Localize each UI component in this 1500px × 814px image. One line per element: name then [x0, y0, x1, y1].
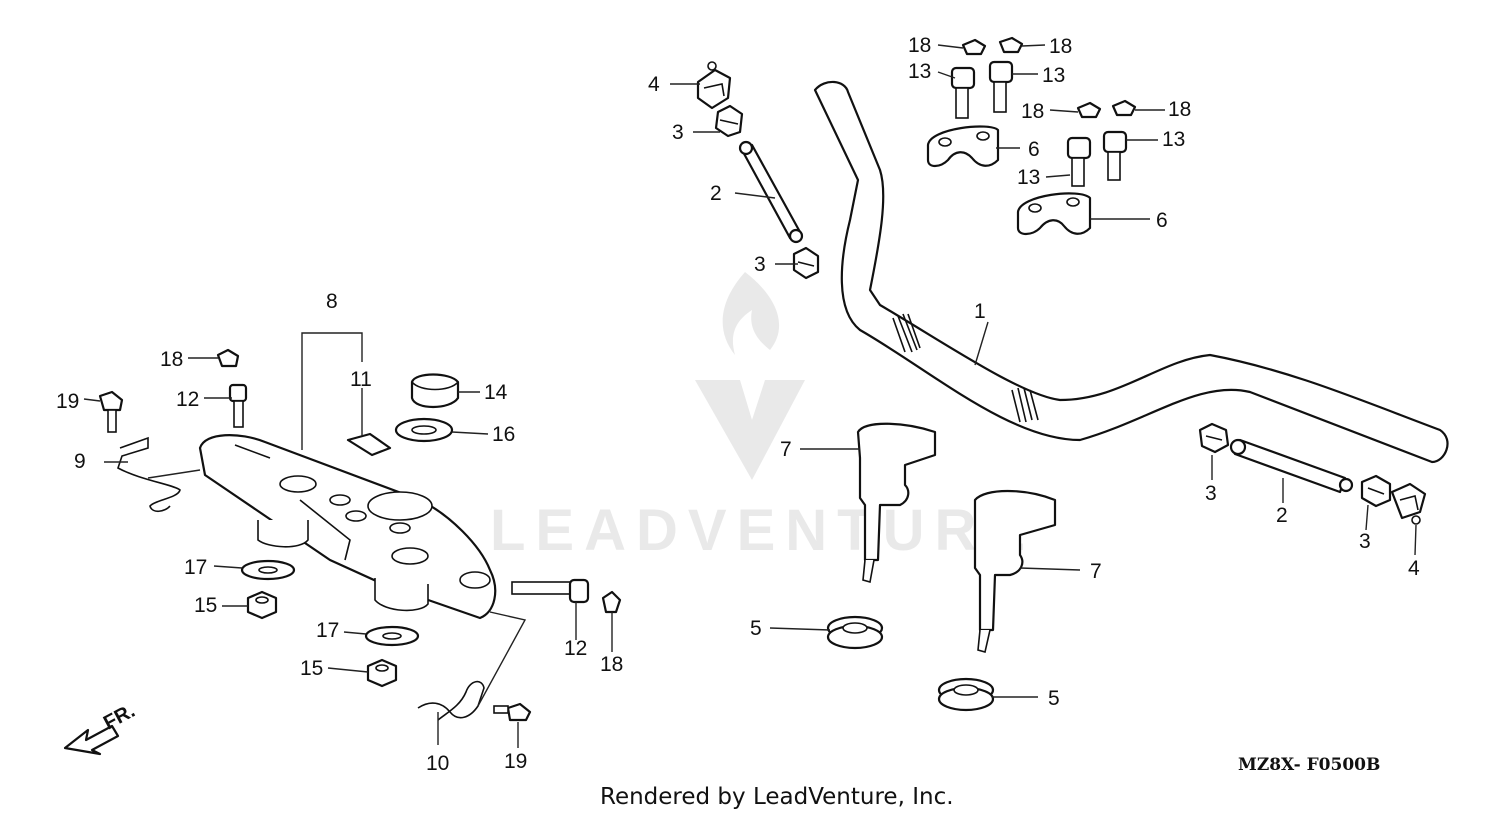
handlebar [813, 80, 1449, 464]
label-19: 19 [56, 390, 79, 413]
nut-14 [410, 373, 460, 409]
label-5: 5 [750, 617, 762, 640]
bar-end-weight-right [1229, 438, 1354, 494]
cushion-left [826, 615, 884, 650]
label-10: 10 [426, 752, 449, 775]
bar-end-left [696, 61, 732, 110]
label-15: 15 [300, 657, 323, 680]
label-5: 5 [1048, 687, 1060, 710]
rubber-collar-left-inner [792, 246, 820, 280]
washer-16 [394, 417, 454, 443]
wire-clip-9 [117, 436, 181, 513]
label-1: 1 [974, 300, 986, 323]
bolt-12-a [228, 383, 248, 428]
nut-15-a [246, 590, 278, 620]
label-9: 9 [74, 450, 86, 473]
label-13: 13 [908, 60, 931, 83]
bolt-12-b [511, 578, 590, 604]
caps-18 [961, 36, 1137, 119]
cap-18-a [216, 348, 240, 368]
washer-17-b [364, 625, 420, 647]
label-18: 18 [1021, 100, 1044, 123]
label-17: 17 [184, 556, 207, 579]
bolt-13-a [950, 66, 976, 119]
label-17: 17 [316, 619, 339, 642]
rubber-collar-right-inner [1198, 422, 1230, 454]
label-14: 14 [484, 381, 508, 404]
lower-holder-right [973, 489, 1057, 654]
label-19: 19 [504, 750, 527, 773]
top-bridge [198, 434, 497, 620]
label-18: 18 [600, 653, 623, 676]
cap-18-b [601, 590, 622, 614]
label-8: 8 [326, 290, 338, 313]
label-6: 6 [1156, 209, 1168, 232]
bolt-13-b [988, 60, 1014, 113]
lower-holder-left [856, 422, 937, 584]
bolt-13-c [1066, 136, 1092, 187]
cushion-right [937, 677, 995, 712]
bolt-19-b [493, 702, 532, 722]
watermark: LEADVENTURE [490, 272, 1035, 563]
label-4: 4 [1408, 557, 1420, 580]
nut-15-b [366, 658, 398, 688]
bar-end-right [1390, 482, 1427, 525]
bolt-13-d [1102, 130, 1128, 181]
label-12: 12 [564, 637, 587, 660]
label-3: 3 [1359, 530, 1371, 553]
callout-labels: 1 2 2 3 3 3 3 4 4 5 5 6 6 7 7 8 9 10 11 … [56, 34, 1420, 775]
upper-holder-top [926, 125, 1000, 168]
label-15: 15 [194, 594, 217, 617]
leader-lines [83, 44, 1417, 748]
wire-clip-10 [417, 680, 485, 721]
bolt-19-a [98, 390, 124, 433]
label-7: 7 [1090, 560, 1102, 583]
label-3: 3 [1205, 482, 1217, 505]
bar-end-weight-left [738, 140, 804, 244]
label-6: 6 [1028, 138, 1040, 161]
rubber-collar-left-outer [714, 104, 744, 138]
label-18: 18 [160, 348, 183, 371]
label-11: 11 [350, 368, 372, 391]
pad-11 [346, 432, 392, 457]
front-direction-arrow: FR. [63, 700, 139, 756]
label-18: 18 [908, 34, 931, 57]
upper-holder-bottom [1016, 192, 1092, 236]
label-4: 4 [648, 73, 660, 96]
label-13: 13 [1162, 128, 1185, 151]
label-18: 18 [1168, 98, 1191, 121]
label-12: 12 [176, 388, 199, 411]
label-2: 2 [1276, 504, 1288, 527]
label-16: 16 [492, 423, 515, 446]
label-7: 7 [780, 438, 792, 461]
rubber-collar-right-outer [1360, 474, 1392, 508]
watermark-text: LEADVENTURE [490, 498, 1035, 563]
washer-17-a [240, 559, 296, 581]
label-13: 13 [1017, 166, 1040, 189]
render-credit: Rendered by LeadVenture, Inc. [600, 784, 954, 810]
label-2: 2 [710, 182, 722, 205]
label-18: 18 [1049, 35, 1072, 58]
label-13: 13 [1042, 64, 1065, 87]
label-3: 3 [754, 253, 766, 276]
label-3: 3 [672, 121, 684, 144]
diagram-code: MZ8X- F0500B [1238, 755, 1380, 775]
